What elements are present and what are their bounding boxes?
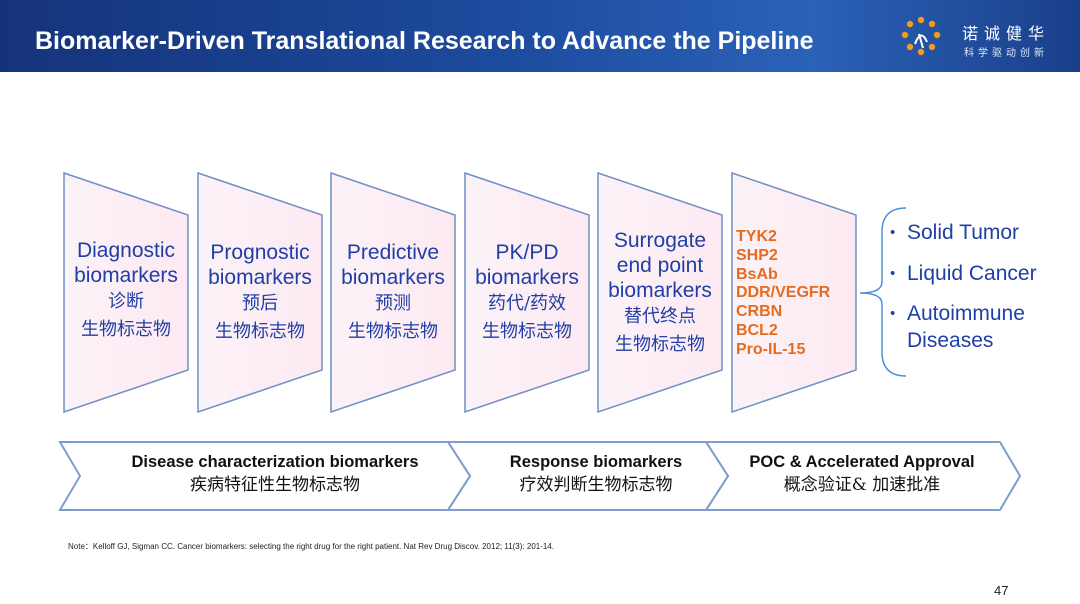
funnel-cn-3a: 预测 — [375, 293, 411, 314]
bullet-icon: • — [890, 305, 896, 322]
indication-brace — [859, 207, 907, 377]
logo-name: 诺诚健华 — [962, 24, 1051, 43]
header-bar — [0, 0, 1080, 72]
funnel-shape-6 — [731, 171, 857, 414]
target-item: BsAb — [736, 265, 778, 283]
funnel-cn-4a: 药代/药效 — [487, 293, 567, 314]
indication-autoimmune: • Autoimmune — [890, 300, 1025, 327]
funnel-en-1b: biomarkers — [74, 264, 178, 287]
funnel-cn-3b: 生物标志物 — [348, 321, 438, 342]
target-item: BCL2 — [736, 321, 778, 339]
funnel-en-5a: Surrogate — [613, 229, 707, 252]
band-en-3: POC & Accelerated Approval — [749, 453, 975, 471]
funnel-en-2b: biomarkers — [208, 266, 312, 289]
band-arrow-1 — [58, 441, 472, 511]
funnel-item-predictive: Predictive biomarkers 预测 生物标志物 — [331, 240, 455, 346]
funnel-shape-3 — [330, 171, 456, 414]
page-title: Biomarker-Driven Translational Research … — [35, 27, 814, 55]
page-number: 47 — [994, 583, 1009, 598]
funnel-cn-2b: 生物标志物 — [215, 321, 305, 342]
funnel-shape-1 — [63, 171, 189, 414]
target-item: SHP2 — [736, 246, 778, 264]
funnel-en-2a: Prognostic — [210, 241, 310, 264]
band-disease-characterization: Disease characterization biomarkers 疾病特征… — [90, 451, 460, 497]
indication-label: Diseases — [907, 329, 994, 352]
funnel-en-4a: PK/PD — [495, 241, 559, 264]
target-item: Pro-IL-15 — [736, 340, 806, 358]
funnel-item-prognostic: Prognostic biomarkers 预后 生物标志物 — [198, 240, 322, 346]
target-list: TYK2 SHP2 BsAb DDR/VEGFR CRBN BCL2 Pro-I… — [736, 228, 830, 360]
funnel-cn-1b: 生物标志物 — [81, 319, 171, 340]
funnel-cn-5b: 生物标志物 — [615, 334, 705, 355]
funnel-shape-2 — [197, 171, 323, 414]
band-en-2: Response biomarkers — [509, 453, 683, 471]
funnel-en-1a: Diagnostic — [76, 239, 176, 262]
reference-note: Note：Kelloff GJ, Sigman CC. Cancer bioma… — [68, 542, 555, 551]
funnel-cn-5a: 替代终点 — [624, 306, 696, 327]
funnel-cn-2a: 预后 — [242, 293, 278, 314]
bullet-icon: • — [890, 265, 896, 282]
indication-diseases: Diseases — [907, 327, 993, 354]
funnel-shape-5 — [597, 171, 723, 414]
funnel-item-pkpd: PK/PD biomarkers 药代/药效 生物标志物 — [465, 240, 589, 346]
funnel-item-diagnostic: Diagnostic biomarkers 诊断 生物标志物 — [64, 238, 188, 344]
funnel-en-3b: biomarkers — [341, 266, 445, 289]
band-en-1: Disease characterization biomarkers — [131, 453, 419, 471]
funnel-en-5b: end point — [616, 254, 704, 277]
band-poc-approval: POC & Accelerated Approval 概念验证& 加速批准 — [730, 451, 994, 497]
indication-label: Solid Tumor — [907, 221, 1020, 244]
band-cn-3: 概念验证& 加速批准 — [783, 475, 941, 495]
indication-label: Liquid Cancer — [907, 262, 1037, 285]
indication-label: Autoimmune — [907, 302, 1025, 325]
funnel-en-5c: biomarkers — [608, 279, 712, 302]
band-cn-1: 疾病特征性生物标志物 — [190, 475, 360, 495]
target-item: CRBN — [736, 303, 783, 321]
indication-liquid-cancer: • Liquid Cancer — [890, 260, 1037, 287]
indication-solid-tumor: • Solid Tumor — [890, 219, 1019, 246]
funnel-cn-1a: 诊断 — [108, 291, 144, 312]
target-item: TYK2 — [736, 228, 777, 245]
funnel-item-surrogate: Surrogate end point biomarkers 替代终点 生物标志… — [598, 228, 722, 359]
funnel-en-4b: biomarkers — [475, 266, 579, 289]
target-item: DDR/VEGFR — [736, 284, 831, 302]
funnel-cn-4b: 生物标志物 — [482, 321, 572, 342]
logo-icon — [901, 16, 941, 56]
funnel-shape-4 — [464, 171, 590, 414]
band-cn-2: 疗效判断生物标志物 — [519, 475, 673, 495]
bullet-icon: • — [890, 224, 896, 241]
logo-tagline: 科学驱动创新 — [964, 48, 1048, 59]
band-response: Response biomarkers 疗效判断生物标志物 — [475, 451, 717, 497]
funnel-en-3a: Predictive — [346, 241, 440, 264]
